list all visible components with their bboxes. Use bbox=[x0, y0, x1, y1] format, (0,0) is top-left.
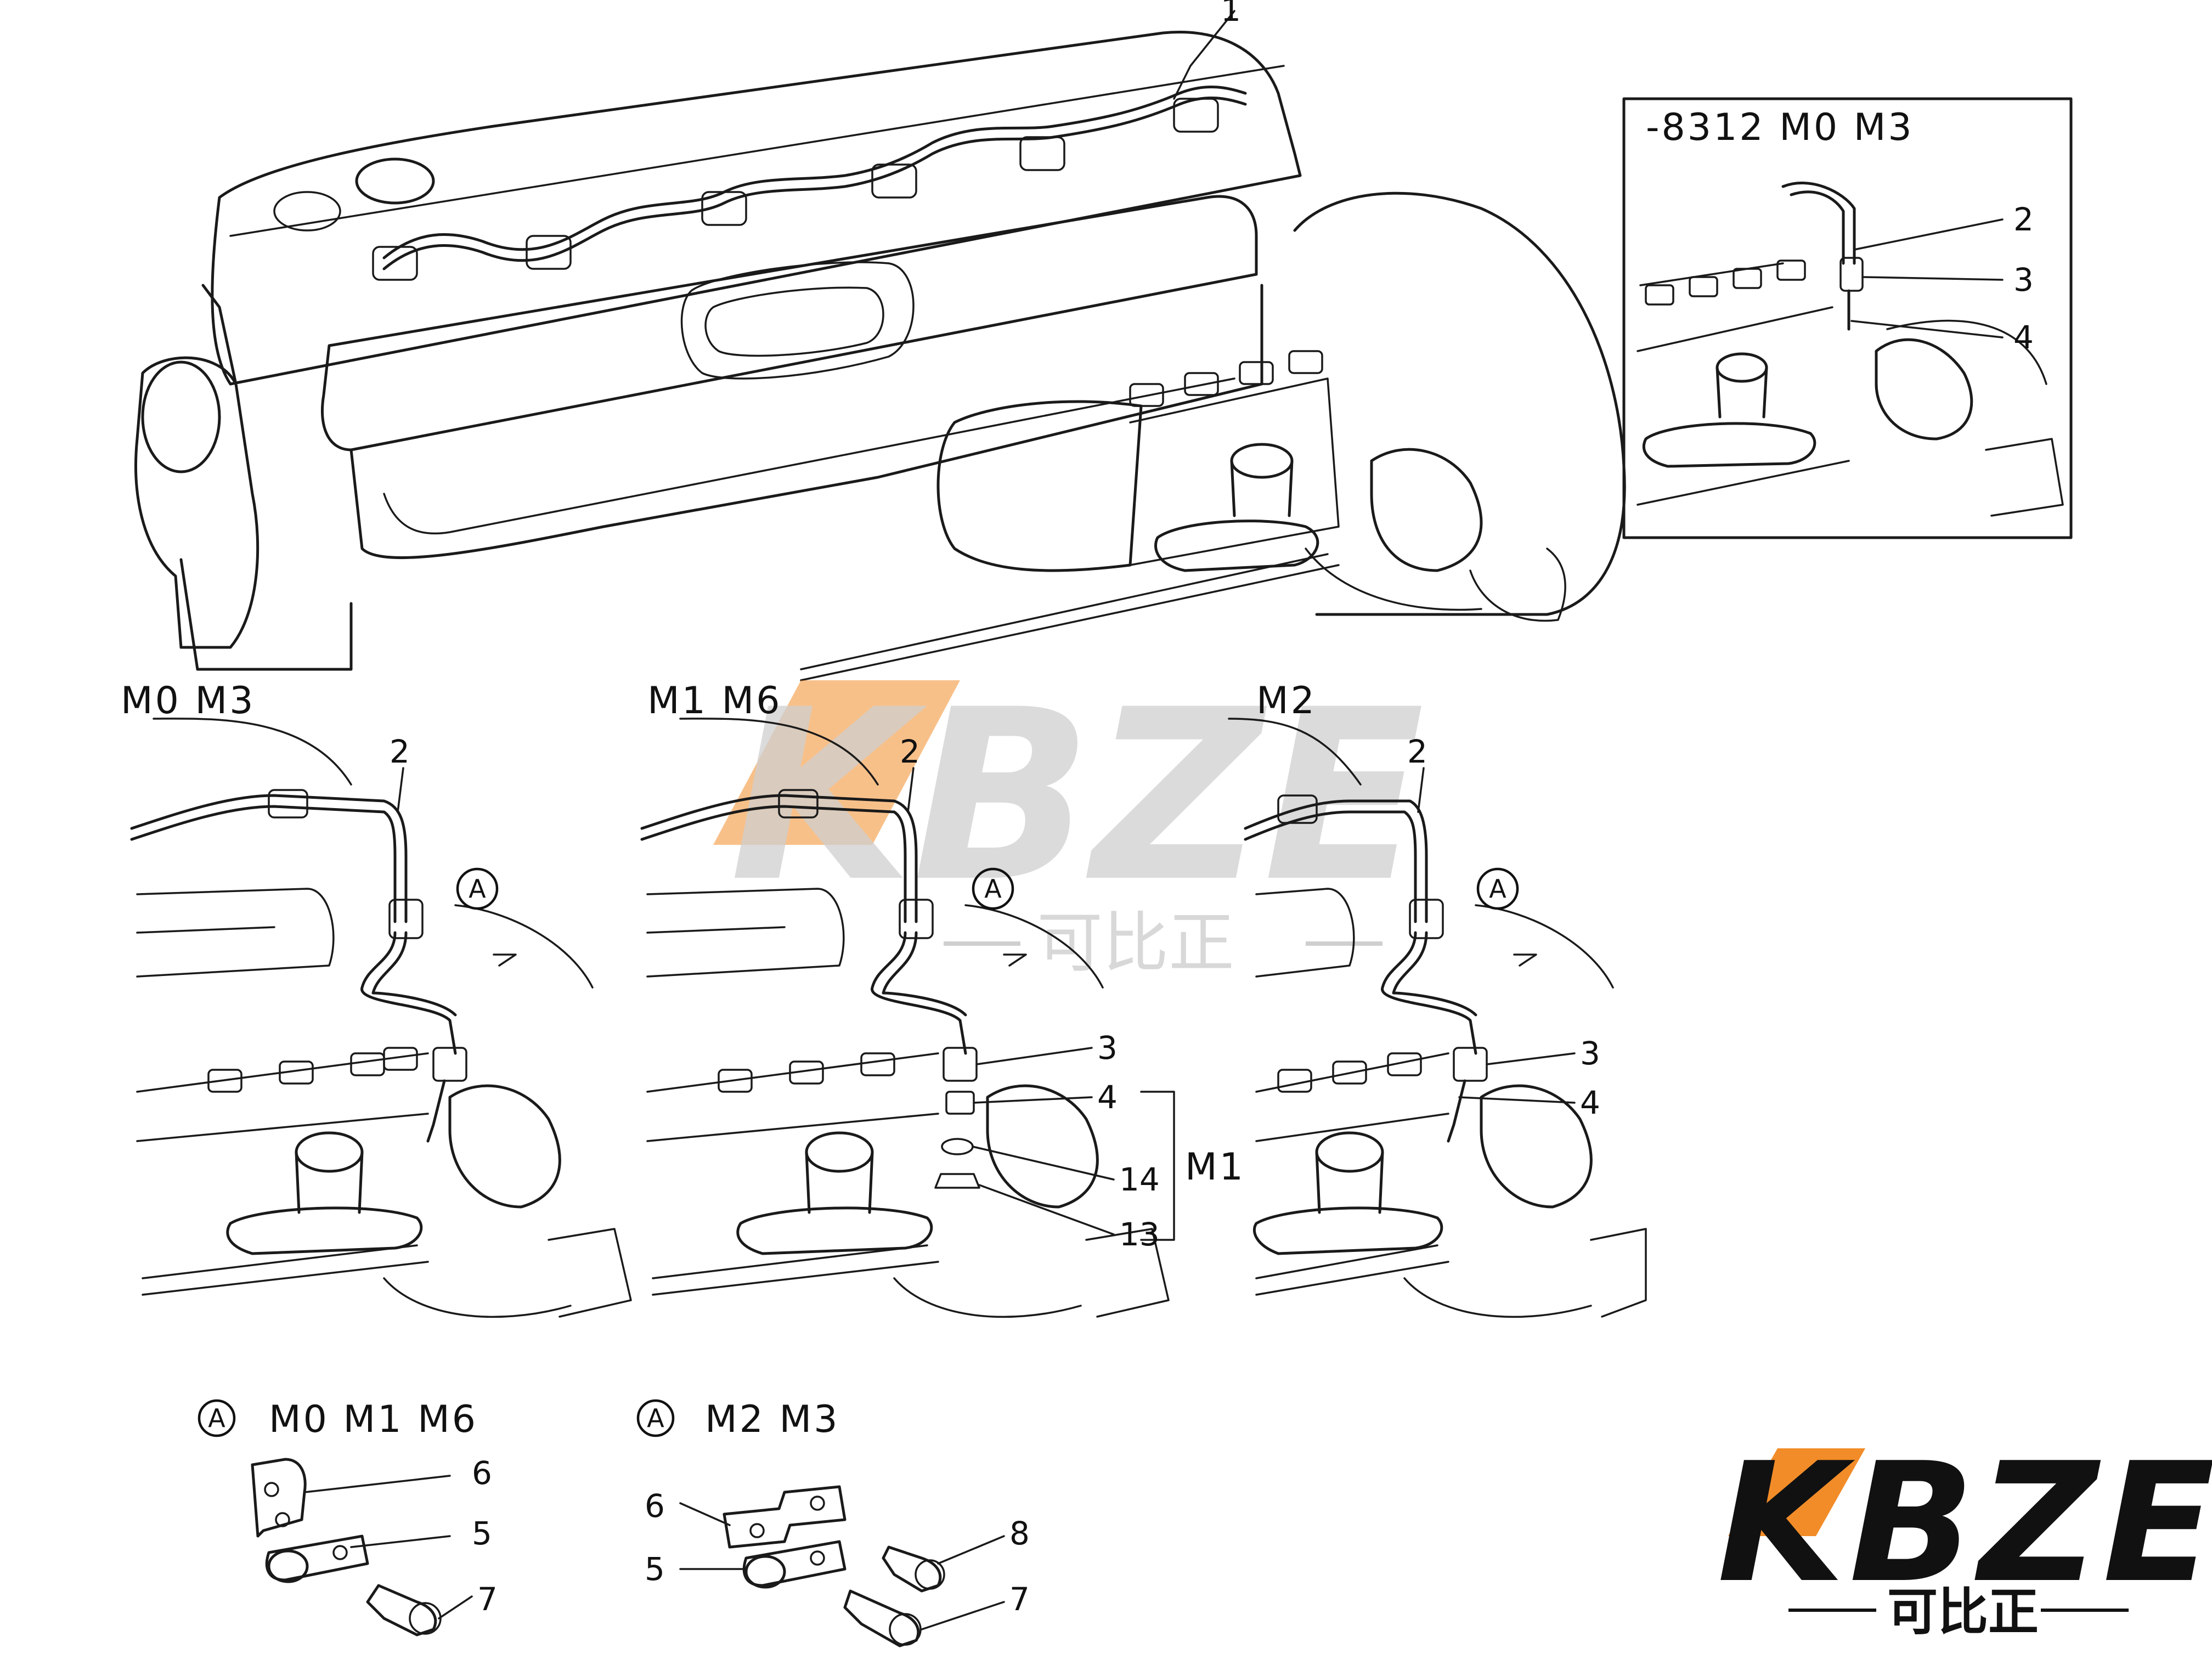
detail-a1-drawing bbox=[251, 1458, 473, 1637]
detail-a1-label: M0 M1 M6 bbox=[269, 1398, 478, 1441]
detail-a1-marker bbox=[198, 1399, 236, 1437]
panel-m1m6-callout-3: 3 bbox=[1097, 1029, 1118, 1066]
callout-1: 1 bbox=[1221, 0, 1241, 29]
panel-m0m3-callout-2: 2 bbox=[390, 733, 410, 770]
detail-a2-callout-7: 7 bbox=[1009, 1581, 1030, 1618]
inset-label: -8312 M0 M3 bbox=[1646, 106, 1914, 149]
logo-chinese: 可比正 bbox=[1887, 1583, 2039, 1641]
detail-a1-callout-5: 5 bbox=[472, 1515, 492, 1552]
inset-callout-3: 3 bbox=[2013, 261, 2034, 298]
panel-m2-drawing bbox=[1228, 718, 1647, 1318]
logo-letters: KBZE bbox=[1717, 1427, 2212, 1619]
panel-m1m6-detail-marker bbox=[972, 867, 1014, 910]
watermark-chinese: 可比正 bbox=[1037, 905, 1234, 981]
inset-callout-4: 4 bbox=[2013, 319, 2034, 356]
panel-m1m6-callout-2: 2 bbox=[900, 733, 920, 770]
panel-m0m3-drawing bbox=[130, 718, 632, 1318]
panel-m2-callout-4: 4 bbox=[1580, 1084, 1600, 1121]
panel-m0m3-detail-marker bbox=[456, 867, 499, 910]
detail-a2-drawing bbox=[679, 1485, 1005, 1647]
detail-a1-callout-6: 6 bbox=[472, 1454, 492, 1492]
detail-a2-marker bbox=[636, 1399, 675, 1437]
panel-m2-detail-marker bbox=[1476, 867, 1519, 910]
detail-a2-callout-8: 8 bbox=[1009, 1515, 1030, 1552]
panel-m2-label: M2 bbox=[1256, 679, 1317, 723]
panel-m1m6-detail-marker-text: A bbox=[984, 874, 1002, 904]
panel-m1m6-bracket-label: M1 bbox=[1185, 1146, 1245, 1189]
detail-a2-label: M2 M3 bbox=[705, 1398, 839, 1441]
panel-m2-callout-2: 2 bbox=[1407, 733, 1427, 770]
logo-accent-shape bbox=[1728, 1448, 1865, 1536]
detail-a2-callout-5: 5 bbox=[645, 1550, 665, 1588]
detail-a2-marker-text: A bbox=[647, 1403, 664, 1433]
center-watermark: KBZE 可比正 bbox=[713, 659, 1424, 981]
detail-a2-callout-6: 6 bbox=[645, 1487, 665, 1525]
main-engine-drawing bbox=[134, 10, 1626, 681]
panel-m2-detail-marker-text: A bbox=[1489, 874, 1506, 904]
panel-m0m3-detail-marker-text: A bbox=[469, 874, 486, 904]
inset-callout-2: 2 bbox=[2013, 201, 2034, 238]
panel-m1m6-callout-4: 4 bbox=[1097, 1079, 1118, 1116]
panel-m0m3-label: M0 M3 bbox=[121, 679, 255, 723]
watermark-letters: KBZE bbox=[730, 659, 1424, 934]
inset-diagram bbox=[1622, 97, 2073, 539]
panel-m1m6-callout-14: 14 bbox=[1119, 1161, 1160, 1198]
panel-m1m6-drawing bbox=[640, 718, 1175, 1318]
detail-a1-callout-7: 7 bbox=[477, 1581, 498, 1618]
panel-m1m6-label: M1 M6 bbox=[647, 679, 782, 723]
brand-logo: KBZE 可比正 bbox=[1717, 1427, 2212, 1641]
detail-a1-marker-text: A bbox=[208, 1403, 225, 1433]
panel-m1m6-callout-13: 13 bbox=[1119, 1216, 1160, 1253]
panel-m2-callout-3: 3 bbox=[1580, 1035, 1600, 1072]
